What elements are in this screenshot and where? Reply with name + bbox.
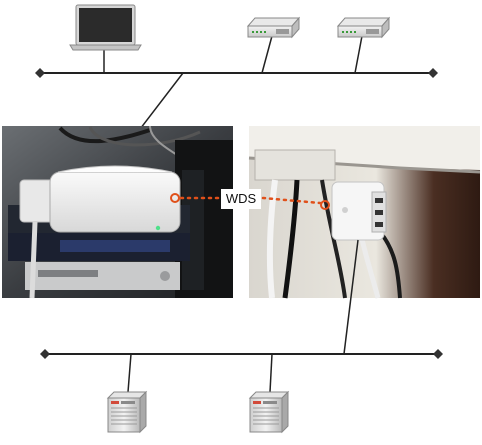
bottom-network-bus: [40, 349, 443, 359]
bus-end-right: [428, 68, 438, 78]
server-2-drop: [269, 353, 273, 393]
airport-express-photo: [248, 126, 481, 299]
top-network-bus: [35, 68, 438, 78]
network-switch-icon: [336, 16, 391, 39]
switch-2-drop: [354, 35, 363, 74]
bus-end-right: [433, 349, 443, 359]
express-downlink: [343, 239, 359, 355]
bus-end-left: [35, 68, 45, 78]
airport-extreme-base-station-photo: [2, 125, 233, 299]
server-1-drop: [127, 353, 132, 393]
wds-endpoint-right: [320, 200, 330, 210]
switch-1-drop: [261, 35, 273, 74]
network-switch-icon: [246, 16, 301, 39]
server-tower-icon: [106, 390, 148, 434]
server-tower-icon: [248, 390, 290, 434]
wds-link: [170, 193, 330, 210]
wds-label: WDS: [221, 189, 261, 209]
laptop-icon: [69, 4, 142, 51]
bus-end-left: [40, 349, 50, 359]
wds-endpoint-left: [170, 193, 180, 203]
